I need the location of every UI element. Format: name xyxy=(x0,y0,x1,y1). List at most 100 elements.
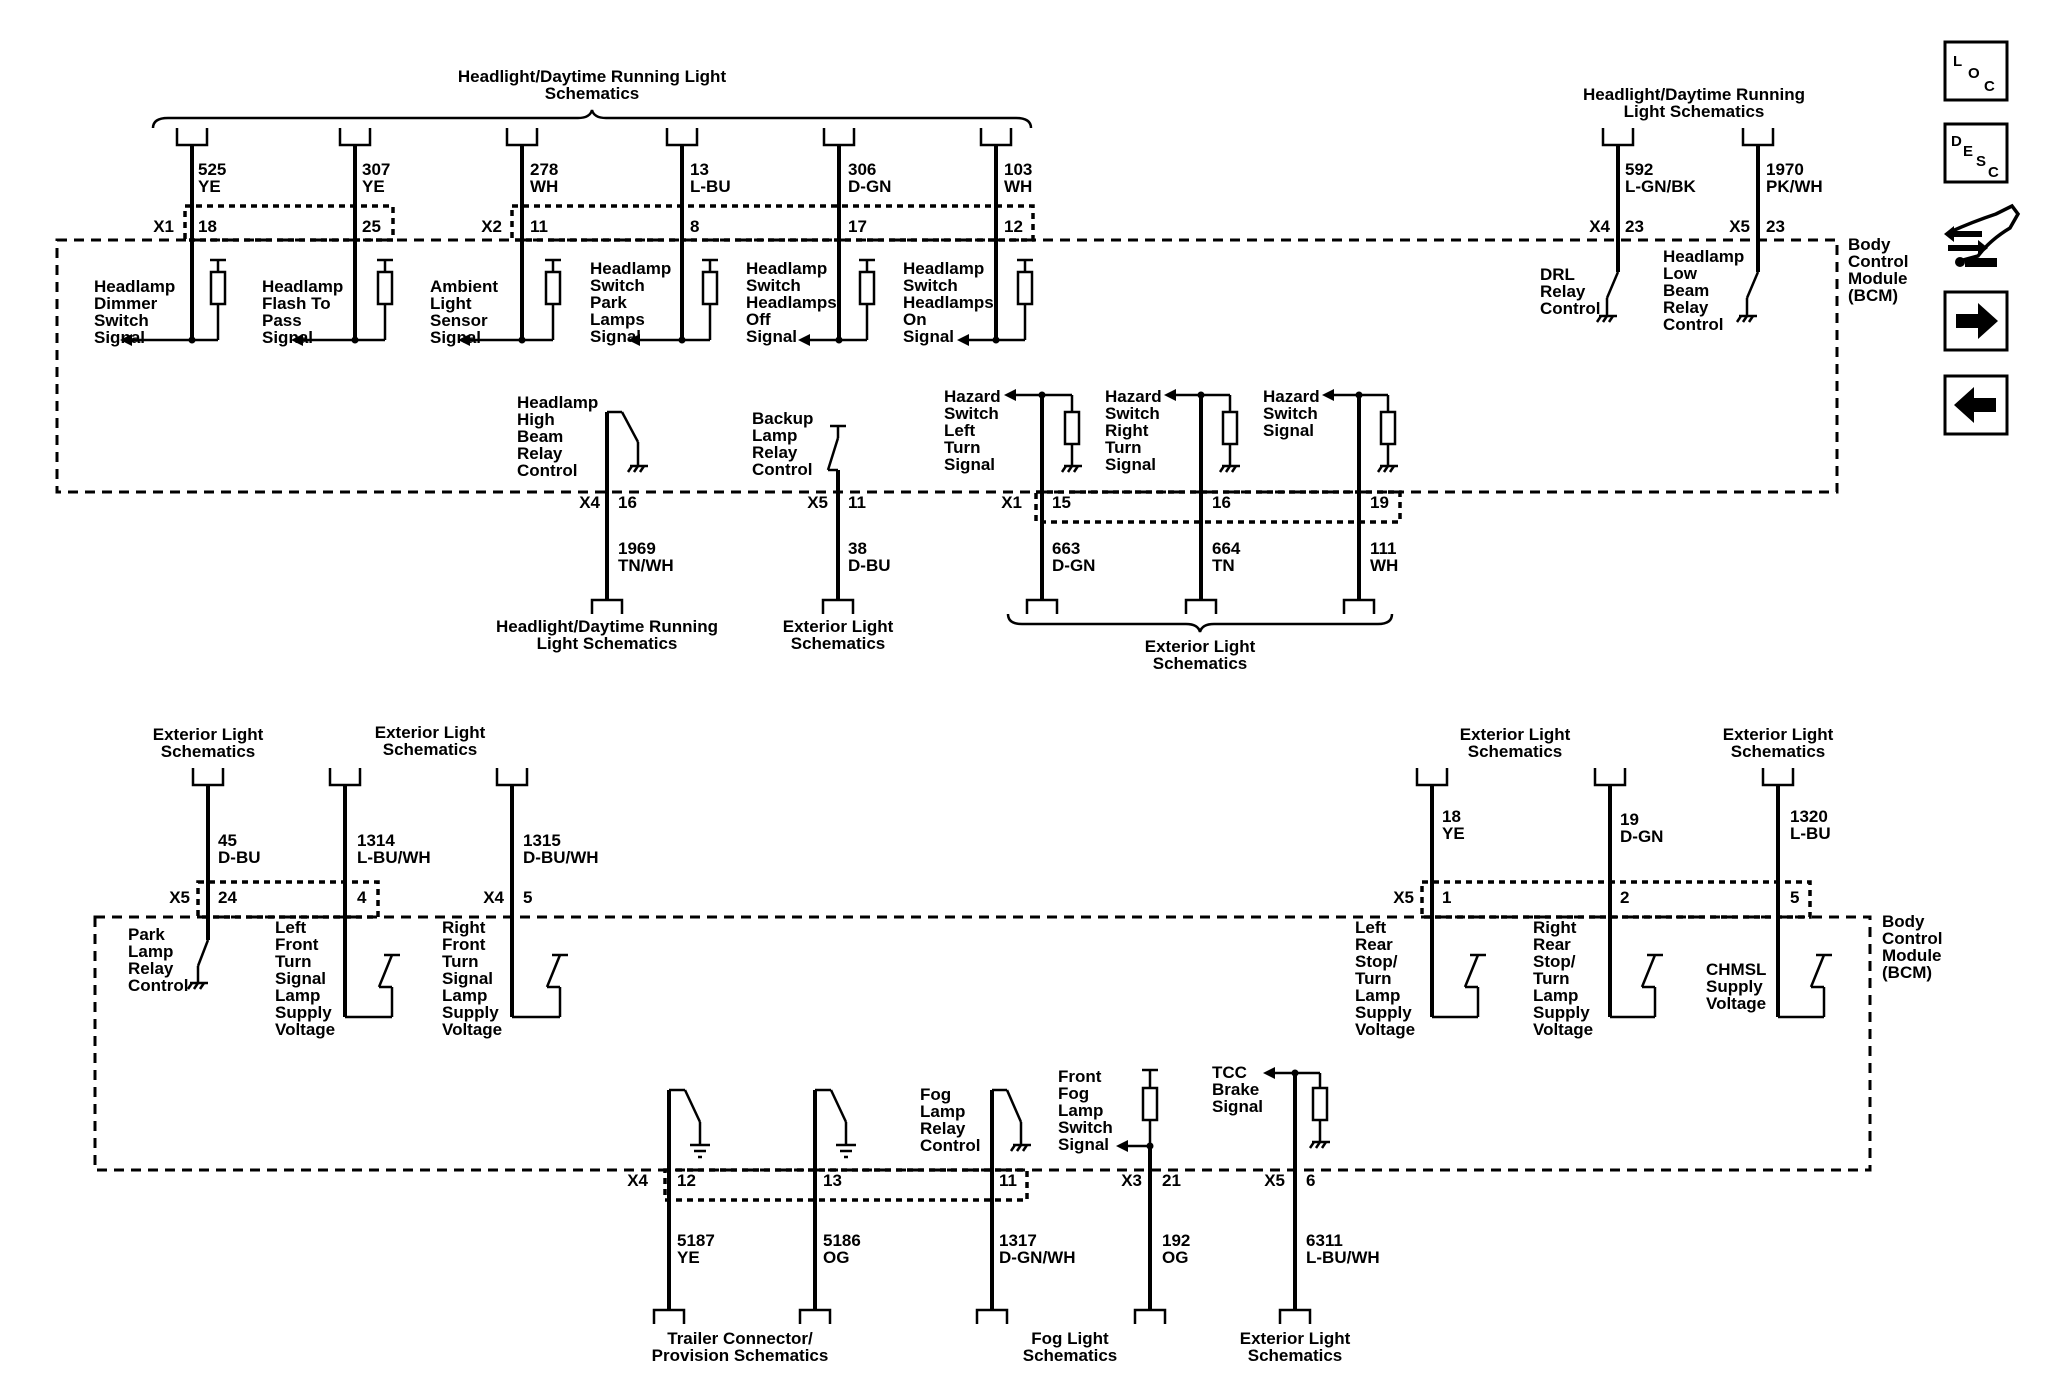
wire-1320: 1320 L-BU 5 CHMSL Supply Voltage xyxy=(1706,768,1832,1019)
svg-text:X1: X1 xyxy=(153,217,174,236)
svg-text:4: 4 xyxy=(357,888,367,907)
svg-text:Backup: Backup xyxy=(752,409,813,428)
svg-text:X5: X5 xyxy=(1729,217,1750,236)
svg-text:Supply: Supply xyxy=(1706,977,1763,996)
svg-text:Lamp: Lamp xyxy=(1058,1101,1103,1120)
ref-b18: Exterior Light Schematics xyxy=(1460,725,1571,761)
svg-text:Turn: Turn xyxy=(275,952,312,971)
wire-664: 16 664 TN Hazard Switch Right Turn Signa… xyxy=(1105,387,1241,614)
svg-text:Left: Left xyxy=(1355,918,1387,937)
desc-button[interactable]: D E S C xyxy=(1943,122,2009,184)
wire-5187: X4 12 5187 YE xyxy=(627,1088,715,1324)
svg-text:1320: 1320 xyxy=(1790,807,1828,826)
svg-text:Headlamp: Headlamp xyxy=(590,259,671,278)
svg-text:Switch: Switch xyxy=(1058,1118,1113,1137)
svg-text:L: L xyxy=(1953,53,1962,70)
svg-text:Signal: Signal xyxy=(275,969,326,988)
wire-13: 13 L-BU 8 Headlamp Switch Park Lamps Sig… xyxy=(590,128,731,346)
svg-text:Headlamp: Headlamp xyxy=(903,259,984,278)
svg-text:Lamps: Lamps xyxy=(590,310,645,329)
svg-text:Control: Control xyxy=(1663,315,1723,334)
svg-text:Lamp: Lamp xyxy=(1533,986,1578,1005)
svg-text:Supply: Supply xyxy=(1533,1003,1590,1022)
svg-text:5186: 5186 xyxy=(823,1231,861,1250)
svg-text:Hazard: Hazard xyxy=(1105,387,1162,406)
svg-text:Signal: Signal xyxy=(94,328,145,347)
wire-592: 592 L-GN/BK X4 23 DRL Relay Control xyxy=(1540,128,1697,323)
svg-text:Control: Control xyxy=(1540,299,1600,318)
connector-x1-mid xyxy=(1034,490,1402,524)
svg-text:X5: X5 xyxy=(807,493,828,512)
svg-text:D-GN: D-GN xyxy=(848,177,891,196)
svg-text:Turn: Turn xyxy=(1105,438,1142,457)
svg-text:8: 8 xyxy=(690,217,699,236)
connector-view-button[interactable] xyxy=(1944,203,2021,267)
svg-text:Exterior Light: Exterior Light xyxy=(1460,725,1571,744)
svg-text:D-BU/WH: D-BU/WH xyxy=(523,848,599,867)
svg-text:High: High xyxy=(517,410,555,429)
svg-text:Voltage: Voltage xyxy=(275,1020,335,1039)
svg-text:18: 18 xyxy=(198,217,217,236)
svg-text:Headlight/Daytime Running Ligh: Headlight/Daytime Running Light xyxy=(458,67,727,86)
svg-text:Voltage: Voltage xyxy=(1706,994,1766,1013)
svg-text:Schematics: Schematics xyxy=(1731,742,1826,761)
svg-text:D-GN: D-GN xyxy=(1052,556,1095,575)
bcm-label-top: Body Control Module (BCM) xyxy=(1848,235,1908,305)
wire-45: 45 D-BU X5 24 Park Lamp Relay Control xyxy=(128,768,261,995)
wire-18: 18 YE X5 1 Left Rear Stop/ Turn Lamp Sup… xyxy=(1355,768,1486,1039)
svg-text:O: O xyxy=(1968,65,1980,82)
connector-x4-bottom xyxy=(663,1168,1029,1202)
svg-text:1969: 1969 xyxy=(618,539,656,558)
svg-text:Hazard: Hazard xyxy=(944,387,1001,406)
wire-192: X3 21 192 OG Front Fog Lamp Switch Signa… xyxy=(1058,1067,1190,1324)
svg-text:Switch: Switch xyxy=(590,276,645,295)
svg-text:Lamp: Lamp xyxy=(442,986,487,1005)
svg-text:Flash To: Flash To xyxy=(262,294,331,313)
svg-text:Supply: Supply xyxy=(1355,1003,1412,1022)
svg-text:(BCM): (BCM) xyxy=(1848,286,1898,305)
loc-button[interactable]: L O C xyxy=(1943,40,2009,102)
svg-text:TN/WH: TN/WH xyxy=(618,556,674,575)
svg-text:Turn: Turn xyxy=(944,438,981,457)
svg-text:278: 278 xyxy=(530,160,558,179)
svg-text:Beam: Beam xyxy=(1663,281,1709,300)
svg-text:306: 306 xyxy=(848,160,876,179)
svg-text:Ambient: Ambient xyxy=(430,277,498,296)
next-button[interactable] xyxy=(1943,290,2009,352)
svg-text:Headlamp: Headlamp xyxy=(1663,247,1744,266)
svg-text:Schematics: Schematics xyxy=(1153,654,1248,673)
ref-b1314: Exterior Light Schematics xyxy=(375,723,486,759)
svg-text:(BCM): (BCM) xyxy=(1882,963,1932,982)
svg-text:Right: Right xyxy=(1105,421,1149,440)
wire-38: X5 11 38 D-BU Backup Lamp Relay Control xyxy=(752,409,891,614)
svg-text:307: 307 xyxy=(362,160,390,179)
svg-text:Signal: Signal xyxy=(1058,1135,1109,1154)
wire-5186: 13 5186 OG xyxy=(798,1088,861,1324)
svg-text:Switch: Switch xyxy=(1105,404,1160,423)
svg-text:Provision Schematics: Provision Schematics xyxy=(652,1346,829,1365)
svg-text:Turn: Turn xyxy=(1533,969,1570,988)
svg-text:5: 5 xyxy=(1790,888,1799,907)
svg-text:Control: Control xyxy=(517,461,577,480)
svg-text:12: 12 xyxy=(677,1171,696,1190)
svg-text:5: 5 xyxy=(523,888,532,907)
svg-text:15: 15 xyxy=(1052,493,1071,512)
svg-text:Headlamp: Headlamp xyxy=(94,277,175,296)
svg-text:Control: Control xyxy=(1882,929,1942,948)
svg-text:L-BU: L-BU xyxy=(1790,824,1831,843)
svg-text:Headlamp: Headlamp xyxy=(517,393,598,412)
svg-text:Lamp: Lamp xyxy=(752,426,797,445)
wire-1315: 1315 D-BU/WH X4 5 Right Front Turn Signa… xyxy=(442,768,599,1039)
bcm-label-bottom: Body Control Module (BCM) xyxy=(1882,912,1942,982)
svg-text:Voltage: Voltage xyxy=(1533,1020,1593,1039)
previous-button[interactable] xyxy=(1943,374,2009,436)
svg-text:Fog: Fog xyxy=(920,1085,951,1104)
svg-text:13: 13 xyxy=(690,160,709,179)
svg-text:6311: 6311 xyxy=(1306,1231,1343,1250)
ref-trailer: Trailer Connector/ Provision Schematics xyxy=(652,1329,829,1365)
svg-text:25: 25 xyxy=(362,217,381,236)
svg-text:Light: Light xyxy=(430,294,472,313)
svg-text:Relay: Relay xyxy=(517,444,563,463)
svg-text:Off: Off xyxy=(746,310,771,329)
ref-mid-hdl: Headlight/Daytime Running Light Schemati… xyxy=(496,617,718,653)
